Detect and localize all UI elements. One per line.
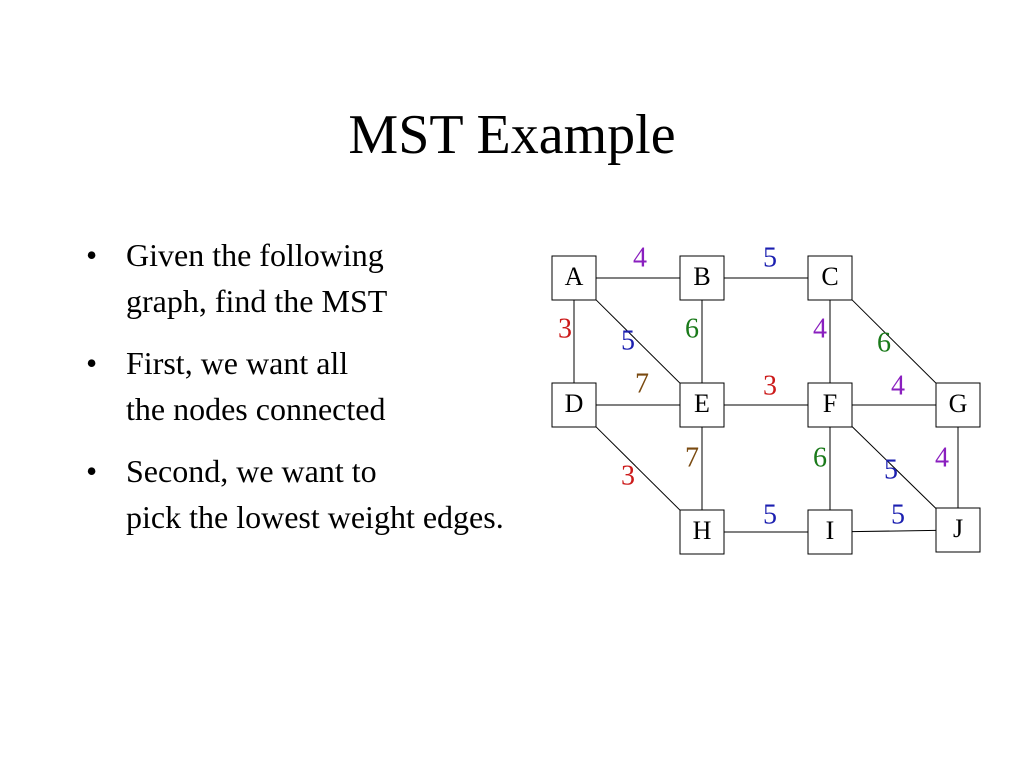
- node-label: C: [821, 262, 838, 291]
- edge-weight-label: 6: [877, 327, 891, 358]
- node-box: [679, 382, 725, 428]
- edge-weight-label: 4: [813, 313, 827, 344]
- bullet-list: • Given the following graph, find the MS…: [86, 232, 504, 556]
- node-box: [679, 255, 725, 301]
- node-label: F: [823, 389, 837, 418]
- graph-edge-i-j: [851, 529, 937, 533]
- bullet-item: • Given the following graph, find the MS…: [86, 232, 504, 324]
- edge-weight-label: 6: [813, 442, 827, 473]
- node-label: D: [565, 389, 584, 418]
- bullet-text-line: pick the lowest weight edges.: [126, 499, 504, 535]
- edge-weight-label: 5: [884, 454, 898, 485]
- edge-weight-label: 4: [935, 442, 949, 473]
- graph-node-e: E: [679, 382, 725, 428]
- node-label: A: [565, 262, 584, 291]
- node-label: E: [694, 389, 710, 418]
- edge-weight-label: 3: [621, 460, 635, 491]
- node-label: H: [693, 516, 712, 545]
- node-box: [807, 255, 853, 301]
- node-box: [935, 382, 981, 428]
- edge-weight-label: 5: [763, 242, 777, 273]
- graph-node-f: F: [807, 382, 853, 428]
- edge-weight-label: 7: [635, 368, 649, 399]
- edge-weight-label: 4: [891, 370, 905, 401]
- bullet-item: • Second, we want to pick the lowest wei…: [86, 448, 504, 540]
- bullet-text-line: the nodes connected: [126, 391, 386, 427]
- bullet-text-line: First, we want all: [126, 345, 349, 381]
- bullet-text-line: graph, find the MST: [126, 283, 388, 319]
- bullet-item: • First, we want all the nodes connected: [86, 340, 504, 432]
- node-box: [935, 507, 981, 553]
- graph-node-c: C: [807, 255, 853, 301]
- node-box: [551, 255, 597, 301]
- edge-weight-label: 3: [558, 313, 572, 344]
- edge-weight-label: 3: [763, 370, 777, 401]
- node-label: J: [953, 514, 963, 543]
- edge-weight-label: 5: [891, 499, 905, 530]
- graph-node-d: D: [551, 382, 597, 428]
- node-label: G: [949, 389, 968, 418]
- graph-node-h: H: [679, 509, 725, 555]
- graph-node-b: B: [679, 255, 725, 301]
- edge-weight-label: 5: [763, 499, 777, 530]
- node-box: [807, 509, 853, 555]
- bullet-dot-icon: •: [86, 345, 98, 381]
- edges-group: [573, 277, 959, 533]
- node-box: [679, 509, 725, 555]
- graph-node-j: J: [935, 507, 981, 553]
- edge-weight-label: 6: [685, 313, 699, 344]
- graph-node-a: A: [551, 255, 597, 301]
- graph-edge-f-j: [851, 426, 937, 509]
- graph-edge-d-h: [595, 426, 681, 511]
- edge-weight-label: 5: [621, 325, 635, 356]
- graph-edge-a-e: [595, 299, 681, 384]
- nodes-group: A B C D E F G H I J: [551, 255, 981, 555]
- node-box: [551, 382, 597, 428]
- bullet-dot-icon: •: [86, 237, 98, 273]
- bullet-text-line: Second, we want to: [126, 453, 377, 489]
- bullet-text-line: Given the following: [126, 237, 384, 273]
- graph-node-i: I: [807, 509, 853, 555]
- graph-node-g: G: [935, 382, 981, 428]
- graph-edge-c-g: [851, 299, 937, 384]
- edge-weight-label: 4: [633, 242, 647, 273]
- edge-weight-label: 7: [685, 442, 699, 473]
- node-box: [807, 382, 853, 428]
- bullet-dot-icon: •: [86, 453, 98, 489]
- node-label: B: [693, 262, 710, 291]
- slide-title: MST Example: [348, 104, 676, 166]
- node-label: I: [826, 516, 835, 545]
